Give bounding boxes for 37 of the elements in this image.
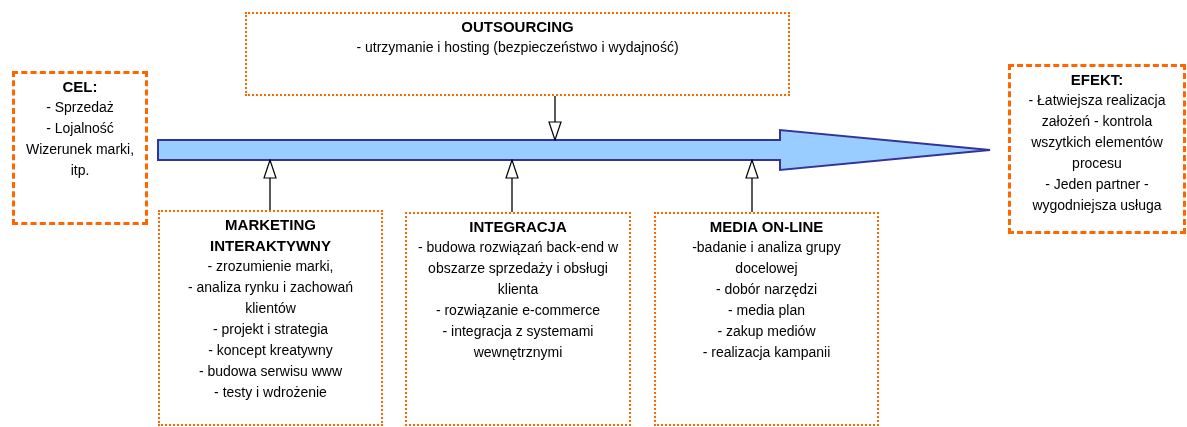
box-text: - dobór narzędzi bbox=[714, 280, 819, 299]
box-text: - utrzymanie i hosting (bezpieczeństwo i wydajność) bbox=[355, 38, 680, 57]
box-text: -badanie i analiza grupy docelowej bbox=[691, 238, 842, 278]
text-box bbox=[405, 212, 631, 426]
box-text: - Lojalność bbox=[45, 119, 115, 138]
text-box bbox=[1008, 64, 1186, 234]
box-text: - testy i wdrożenie bbox=[213, 383, 328, 402]
box-text: - media plan bbox=[726, 301, 806, 320]
hollow-arrow bbox=[505, 159, 519, 213]
box-text: - koncept kreatywny bbox=[207, 341, 334, 360]
box-heading: INTEGRACJA bbox=[468, 217, 568, 237]
text-box bbox=[158, 210, 383, 426]
box-text: Wizerunek marki, itp. bbox=[24, 140, 136, 180]
box-text: - zakup mediów bbox=[716, 322, 817, 341]
text-box bbox=[12, 71, 148, 225]
hollow-arrow bbox=[745, 159, 759, 213]
box-text: - Łatwiejsza realizacja założeń - kontrola wszytkich elementów procesu bbox=[1027, 91, 1167, 173]
box-text: - realizacja kampanii bbox=[701, 343, 832, 362]
box-text: - budowa rozwiązań back-end w obszarze sprzedaży i obsługi klienta bbox=[417, 238, 619, 299]
box-text: - integracja z systemami wewnętrznymi bbox=[441, 322, 595, 362]
text-box bbox=[245, 12, 790, 96]
box-text: - Sprzedaż bbox=[45, 98, 115, 117]
box-text: - zrozumienie marki, bbox=[206, 257, 335, 276]
box-text: - analiza rynku i zachowań klientów bbox=[187, 278, 354, 318]
box-text: - Jeden partner - wygodniejsza usługa bbox=[1031, 175, 1163, 215]
box-heading: OUTSOURCING bbox=[460, 17, 575, 37]
text-box bbox=[654, 212, 879, 426]
box-heading: MARKETING INTERAKTYWNY bbox=[209, 215, 332, 256]
hollow-arrow bbox=[263, 159, 277, 211]
box-heading: CEL: bbox=[61, 77, 99, 97]
box-text: - rozwiązanie e-commerce bbox=[434, 301, 602, 320]
box-heading: EFEKT: bbox=[1069, 70, 1125, 90]
block-arrow bbox=[157, 128, 991, 172]
box-text: - budowa serwisu www bbox=[197, 362, 344, 381]
hollow-arrow bbox=[548, 95, 562, 141]
box-text: - projekt i strategia bbox=[211, 320, 330, 339]
box-heading: MEDIA ON-LINE bbox=[708, 217, 825, 237]
